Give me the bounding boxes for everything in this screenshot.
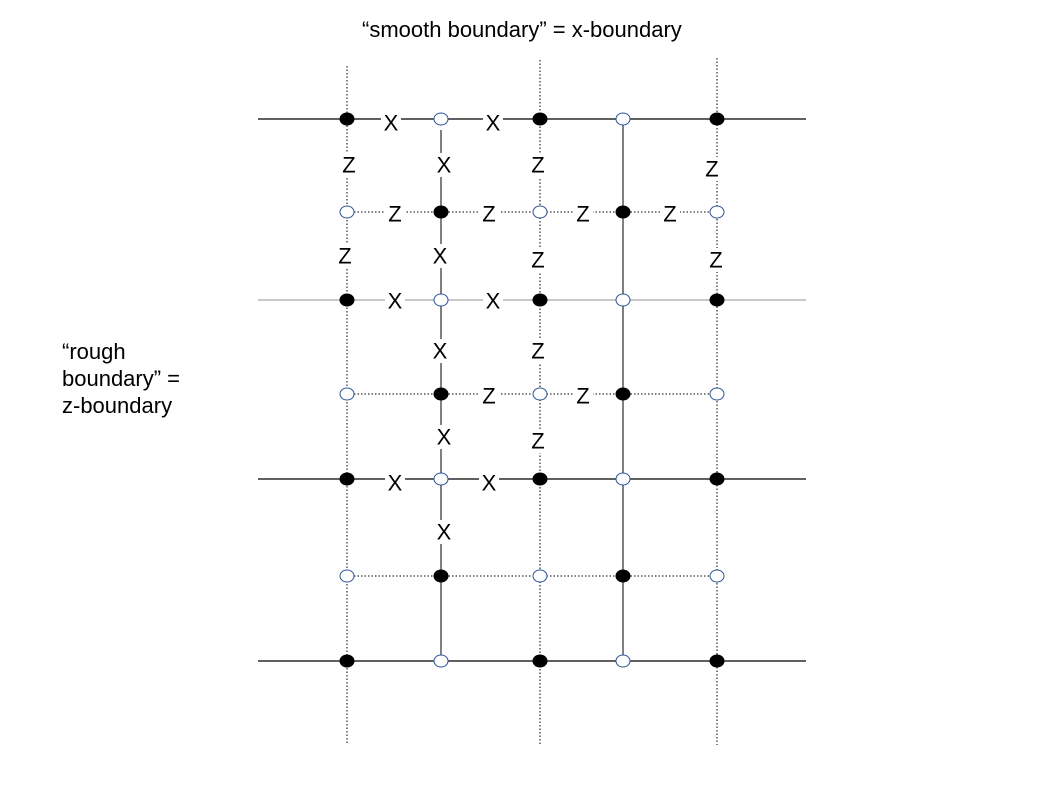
operator-backing-17 <box>528 339 548 363</box>
filled-node-4-2 <box>532 472 548 486</box>
open-node-2-3 <box>615 293 631 307</box>
operator-backing-10 <box>335 244 355 268</box>
rough-boundary-label: “rough boundary” = z-boundary <box>62 338 222 419</box>
filled-node-0-4 <box>709 112 725 126</box>
operator-label-15: X <box>486 289 501 314</box>
operator-backing-11 <box>430 244 450 268</box>
filled-node-2-2 <box>532 293 548 307</box>
operator-label-8: Z <box>576 202 589 227</box>
operator-label-24: X <box>437 520 452 545</box>
filled-node-2-4 <box>709 293 725 307</box>
operator-labels: X X Z X Z Z Z Z Z Z Z X Z Z X X X Z Z Z X Z X X X <box>335 111 726 545</box>
open-node-1-0 <box>339 205 355 219</box>
filled-node-3-1 <box>433 387 449 401</box>
operator-label-19: Z <box>576 384 589 409</box>
operator-label-14: X <box>388 289 403 314</box>
operator-backing-23 <box>479 471 499 495</box>
operator-backing-7 <box>479 202 499 226</box>
operator-backing-19 <box>573 384 593 408</box>
smooth-boundary-label: “smooth boundary” = x-boundary <box>362 17 682 42</box>
open-node-4-3 <box>615 472 631 486</box>
operator-backing-1 <box>483 111 503 135</box>
operator-backing-15 <box>483 289 503 313</box>
operator-label-3: X <box>437 153 452 178</box>
operator-backing-2 <box>339 153 359 177</box>
rough-boundary-line-1: “rough <box>62 339 126 364</box>
operator-label-13: Z <box>709 248 722 273</box>
open-node-3-2 <box>532 387 548 401</box>
open-node-3-0 <box>339 387 355 401</box>
operator-label-2: Z <box>342 153 355 178</box>
operator-backing-6 <box>385 202 405 226</box>
filled-node-0-2 <box>532 112 548 126</box>
open-node-6-3 <box>615 654 631 668</box>
operator-backing-3 <box>434 153 454 177</box>
open-node-4-1 <box>433 472 449 486</box>
operator-backing-20 <box>434 425 454 449</box>
operator-backing-5 <box>702 157 722 181</box>
rough-boundary-line-3: z-boundary <box>62 393 173 418</box>
operator-label-11: X <box>433 244 448 269</box>
filled-node-6-0 <box>339 654 355 668</box>
open-node-2-1 <box>433 293 449 307</box>
operator-backing-18 <box>479 384 499 408</box>
operator-label-17: Z <box>531 339 544 364</box>
filled-node-1-1 <box>433 205 449 219</box>
operator-label-1: X <box>486 111 501 136</box>
operator-backing-14 <box>385 289 405 313</box>
operator-backing-22 <box>385 471 405 495</box>
operator-label-12: Z <box>531 248 544 273</box>
filled-node-5-3 <box>615 569 631 583</box>
open-node-5-4 <box>709 569 725 583</box>
open-node-1-2 <box>532 205 548 219</box>
operator-label-16: X <box>433 339 448 364</box>
operator-backing-9 <box>660 202 680 226</box>
operator-label-6: Z <box>388 202 401 227</box>
open-node-5-0 <box>339 569 355 583</box>
rough-boundary-line-2: boundary” = <box>62 366 181 391</box>
operator-backing-12 <box>528 248 548 272</box>
open-node-1-4 <box>709 205 725 219</box>
open-node-3-4 <box>709 387 725 401</box>
operator-label-18: Z <box>482 384 495 409</box>
filled-node-2-0 <box>339 293 355 307</box>
lattice-nodes <box>339 112 725 668</box>
operator-label-5: Z <box>705 157 718 182</box>
open-node-0-3 <box>615 112 631 126</box>
open-node-6-1 <box>433 654 449 668</box>
filled-node-6-2 <box>532 654 548 668</box>
operator-label-0: X <box>384 111 399 136</box>
operator-backing-13 <box>706 248 726 272</box>
operator-label-4: Z <box>531 153 544 178</box>
operator-backing-16 <box>430 339 450 363</box>
operator-label-22: X <box>388 471 403 496</box>
open-node-5-2 <box>532 569 548 583</box>
filled-node-1-3 <box>615 205 631 219</box>
filled-node-3-3 <box>615 387 631 401</box>
operator-backing-0 <box>381 111 401 135</box>
operator-label-23: X <box>482 471 497 496</box>
filled-node-4-0 <box>339 472 355 486</box>
operator-backing-21 <box>528 429 548 453</box>
operator-backing-4 <box>528 153 548 177</box>
operator-label-10: Z <box>338 244 351 269</box>
open-node-0-1 <box>433 112 449 126</box>
filled-node-6-4 <box>709 654 725 668</box>
operator-backing-24 <box>434 520 454 544</box>
operator-backing-8 <box>573 202 593 226</box>
filled-node-5-1 <box>433 569 449 583</box>
filled-node-4-4 <box>709 472 725 486</box>
filled-node-0-0 <box>339 112 355 126</box>
operator-label-7: Z <box>482 202 495 227</box>
operator-label-20: X <box>437 425 452 450</box>
operator-label-21: Z <box>531 429 544 454</box>
operator-label-9: Z <box>663 202 676 227</box>
